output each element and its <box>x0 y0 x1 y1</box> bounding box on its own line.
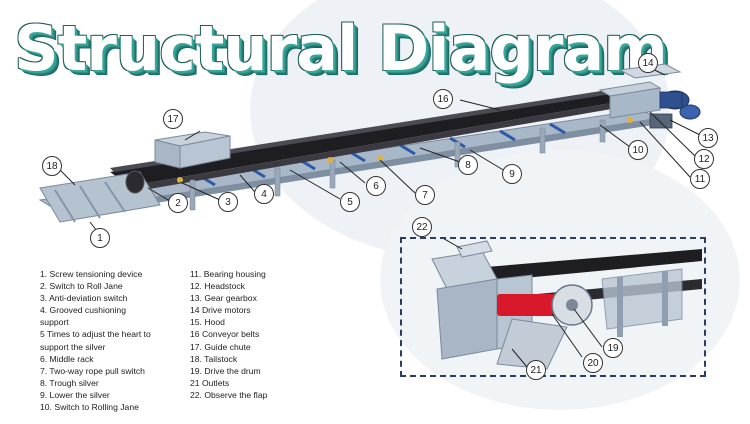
callout-17: 17 <box>163 109 183 129</box>
legend-item: support <box>40 317 69 328</box>
legend-item: support the silver <box>40 341 106 352</box>
legend-item: 10. Switch to Rolling Jane <box>40 402 139 413</box>
legend-right: 11. Bearing housing 12. Headstock 13. Ge… <box>190 268 267 401</box>
callout-12: 12 <box>694 149 714 169</box>
callout-11: 11 <box>690 169 710 189</box>
callout-20: 20 <box>583 353 603 373</box>
legend-item: 12. Headstock <box>190 281 245 292</box>
legend-item: 13. Gear gearbox <box>190 293 257 304</box>
page-title: Structural Diagram <box>14 12 668 85</box>
legend-item: 8. Trough silver <box>40 377 99 388</box>
legend-item: 17. Guide chute <box>190 341 251 352</box>
callout-5: 5 <box>340 192 360 212</box>
legend-item: 9. Lower the silver <box>40 389 110 400</box>
legend-item: 11. Bearing housing <box>190 269 266 279</box>
legend-item: 18. Tailstock <box>190 353 238 364</box>
legend-item: 5 Times to adjust the heart to <box>40 329 151 340</box>
callout-14: 14 <box>638 53 658 73</box>
callout-1: 1 <box>90 228 110 248</box>
callout-3: 3 <box>218 192 238 212</box>
legend-item: 21 Outlets <box>190 377 230 388</box>
callout-18: 18 <box>42 156 62 176</box>
legend-item: 4. Grooved cushioning <box>40 305 126 316</box>
legend-left: 1. Screw tensioning device 2. Switch to … <box>40 268 151 413</box>
callout-10: 10 <box>628 140 648 160</box>
legend-item: 2. Switch to Roll Jane <box>40 281 123 292</box>
legend-item: 22. Observe the flap <box>190 389 268 400</box>
legend-item: 19. Drive the drum <box>190 365 261 376</box>
callout-4: 4 <box>254 184 274 204</box>
legend-item: 15. Hood <box>190 317 225 328</box>
legend-item: 6. Middle rack <box>40 353 94 364</box>
legend-item: 1. Screw tensioning device <box>40 269 143 279</box>
callout-9: 9 <box>502 164 522 184</box>
callout-19: 19 <box>603 338 623 358</box>
callout-22: 22 <box>412 217 432 237</box>
callout-21: 21 <box>526 360 546 380</box>
callout-6: 6 <box>366 176 386 196</box>
legend-item: 3. Anti-deviation switch <box>40 293 128 304</box>
detail-inset <box>400 237 706 377</box>
legend-item: 16 Conveyor belts <box>190 329 260 340</box>
callout-13: 13 <box>698 128 718 148</box>
head-section-detail <box>431 239 702 370</box>
callout-16: 16 <box>433 89 453 109</box>
callout-7: 7 <box>415 185 435 205</box>
callout-2: 2 <box>168 193 188 213</box>
callout-8: 8 <box>458 155 478 175</box>
legend-item: 7. Two-way rope pull switch <box>40 365 145 376</box>
legend-item: 14 Drive motors <box>190 305 251 316</box>
